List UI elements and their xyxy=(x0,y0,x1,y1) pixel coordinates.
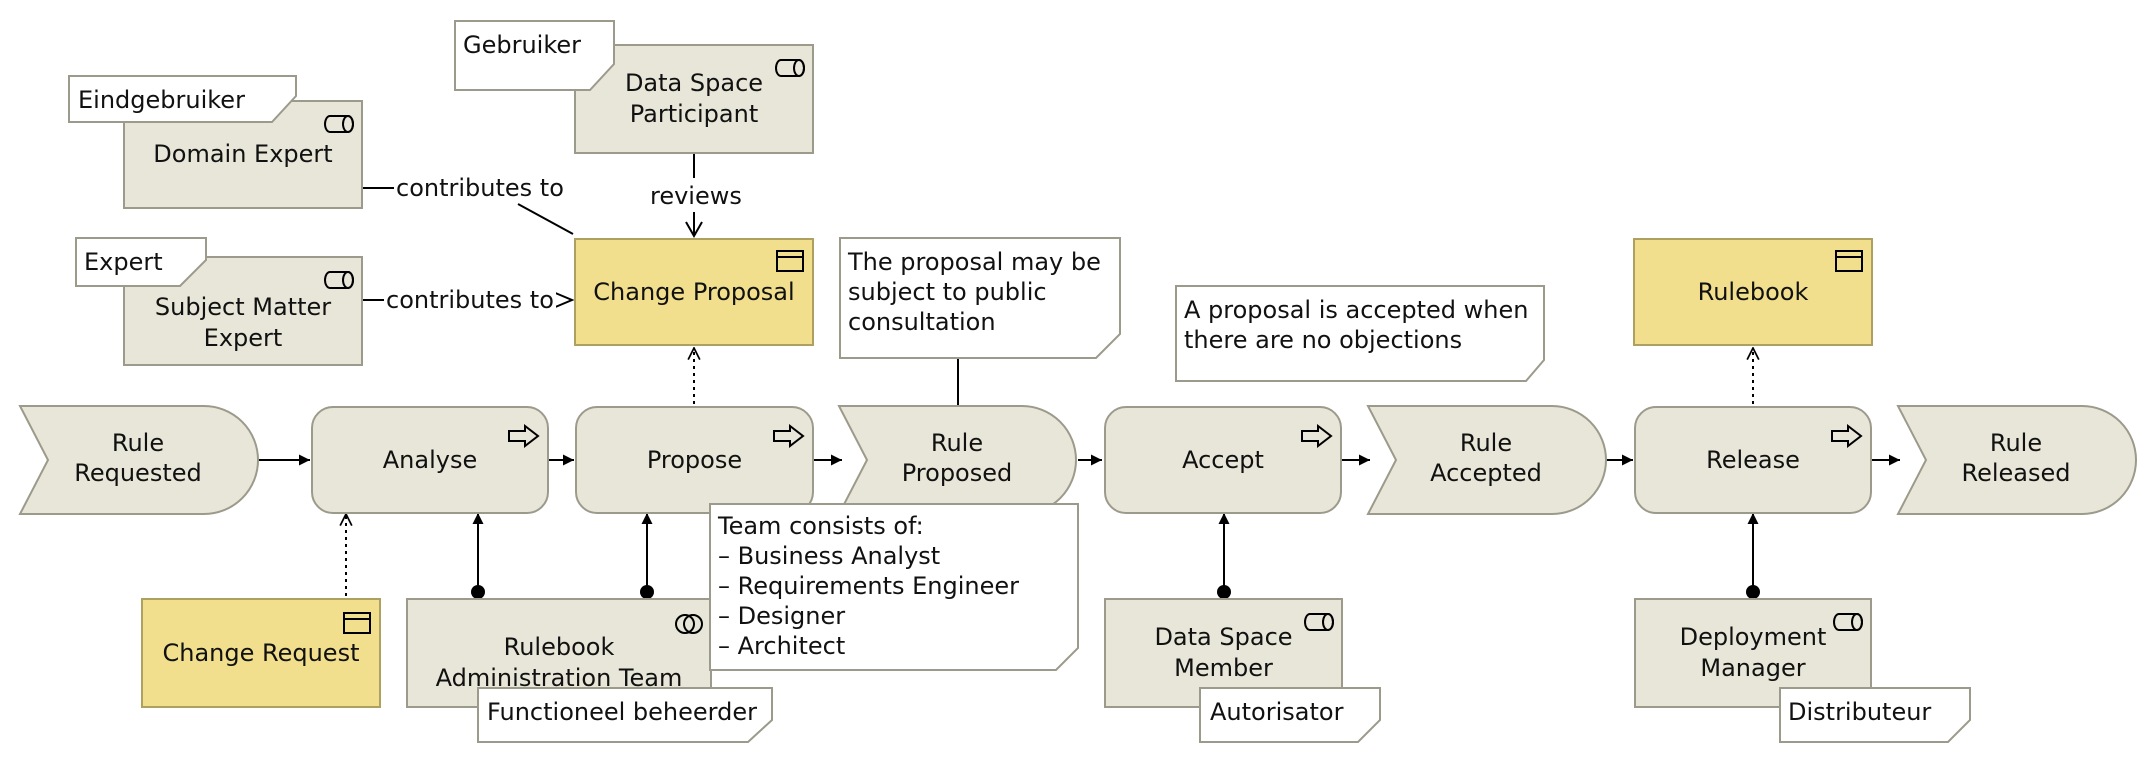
event-shape-rule-requested xyxy=(18,405,259,515)
note-shape-expert xyxy=(75,237,207,287)
note-shape-accepted-when xyxy=(1175,285,1545,382)
object-rulebook-label: Rulebook xyxy=(1697,277,1809,306)
process-accept[interactable]: Accept xyxy=(1104,406,1342,514)
process-release[interactable]: Release xyxy=(1634,406,1872,514)
assoc-subjectexpert-changeproposal-arrow xyxy=(552,291,575,309)
relation-label-contributes-1: contributes to xyxy=(394,174,566,202)
relation-label-contributes-2: contributes to xyxy=(384,286,556,314)
collaboration-icon xyxy=(675,614,703,634)
note-accepted-when: A proposal is accepted when there are no… xyxy=(1184,296,1529,354)
note-shape-team xyxy=(709,503,1079,671)
event-shape-rule-released xyxy=(1896,405,2137,515)
role-subject-matter-expert[interactable]: Subject Matter Expert xyxy=(123,256,363,366)
note-autorisator: Autorisator xyxy=(1210,698,1344,726)
role-icon xyxy=(775,59,805,77)
note-team-consists: Team consists of: – Business Analyst – R… xyxy=(718,512,1019,660)
role-domain-expert-label: Domain Expert xyxy=(153,140,333,168)
object-rulebook[interactable]: Rulebook xyxy=(1633,238,1873,346)
role-icon xyxy=(1304,613,1334,631)
business-object-icon xyxy=(343,612,371,634)
process-propose[interactable]: Propose xyxy=(575,406,814,514)
process-arrow-icon xyxy=(1831,424,1863,448)
process-release-label: Release xyxy=(1706,445,1800,474)
note-shape-autorisator xyxy=(1199,687,1381,743)
object-change-proposal[interactable]: Change Proposal xyxy=(574,238,814,346)
event-rule-requested[interactable]: Rule Requested xyxy=(74,429,202,487)
event-rule-released[interactable]: Rule Released xyxy=(1961,429,2071,487)
process-arrow-icon xyxy=(773,424,805,448)
role-data-space-member-label: Data Space Member xyxy=(1154,623,1293,682)
note-shape-distributeur xyxy=(1779,687,1971,743)
note-shape-eindgebruiker xyxy=(68,75,297,123)
role-subject-matter-expert-label: Subject Matter Expert xyxy=(154,293,332,352)
process-propose-label: Propose xyxy=(646,445,743,474)
process-analyse-label: Analyse xyxy=(382,445,478,474)
role-icon xyxy=(324,115,354,133)
process-arrow-icon xyxy=(1301,424,1333,448)
business-object-icon xyxy=(1835,250,1863,272)
object-change-proposal-label: Change Proposal xyxy=(593,277,795,306)
business-object-icon xyxy=(776,250,804,272)
assoc-domainexpert-changeproposal-2 xyxy=(517,203,574,235)
event-shape-rule-accepted xyxy=(1366,405,1607,515)
object-change-request[interactable]: Change Request xyxy=(141,598,381,708)
role-data-space-participant-label: Data Space Participant xyxy=(624,69,764,128)
note-expert: Expert xyxy=(84,248,163,276)
role-icon xyxy=(1833,613,1863,631)
role-deployment-manager-label: Deployment Manager xyxy=(1679,623,1827,682)
note-public-consultation: The proposal may be subject to public co… xyxy=(848,248,1101,336)
process-arrow-icon xyxy=(508,424,540,448)
note-gebruiker: Gebruiker xyxy=(463,31,582,59)
relation-label-reviews: reviews xyxy=(648,182,744,210)
note-shape-functioneel xyxy=(477,687,773,743)
event-rule-proposed[interactable]: Rule Proposed xyxy=(901,429,1013,487)
process-analyse[interactable]: Analyse xyxy=(311,406,549,514)
object-change-request-label: Change Request xyxy=(162,638,360,667)
process-accept-label: Accept xyxy=(1182,445,1264,474)
note-eindgebruiker: Eindgebruiker xyxy=(78,86,245,114)
note-shape-gebruiker xyxy=(454,20,615,91)
note-functioneel-beheerder: Functioneel beheerder xyxy=(487,698,757,726)
role-data-space-participant[interactable]: Data Space Participant xyxy=(574,44,814,154)
note-shape-consultation xyxy=(839,237,1121,359)
event-rule-accepted[interactable]: Rule Accepted xyxy=(1430,429,1542,487)
note-distributeur: Distributeur xyxy=(1788,698,1932,726)
role-icon xyxy=(324,271,354,289)
